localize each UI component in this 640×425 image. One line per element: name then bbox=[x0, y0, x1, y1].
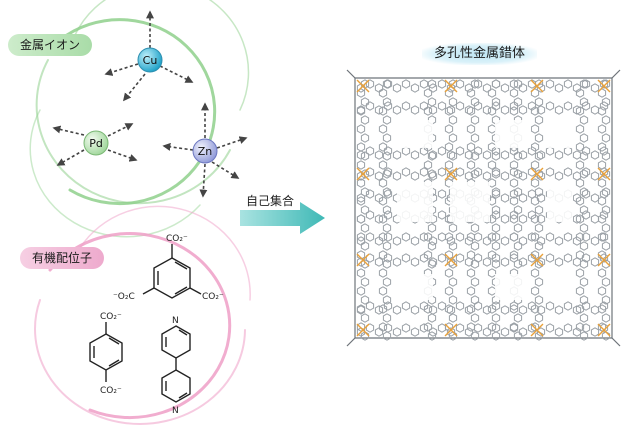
metal-ions-label: 金属イオン bbox=[8, 34, 93, 56]
cu-ion-label: Cu bbox=[143, 54, 158, 67]
zn-ion bbox=[192, 138, 218, 164]
zn-ion-group bbox=[162, 102, 248, 198]
zn-ion-label: Zn bbox=[198, 145, 213, 158]
btc-left-group: ⁻O₂C bbox=[113, 292, 135, 302]
mof-title: 多孔性金属錯体 bbox=[422, 43, 538, 65]
bipyridine-ligand bbox=[161, 325, 191, 403]
btc-ligand bbox=[142, 244, 202, 299]
pd-ion-group bbox=[52, 123, 138, 166]
self-assembly-arrow bbox=[240, 202, 325, 234]
bdc-bottom-group: CO₂⁻ bbox=[100, 386, 122, 396]
porous-framework bbox=[346, 69, 621, 347]
organic-ligands-label: 有機配位子 bbox=[20, 247, 105, 269]
btc-right-group: CO₂⁻ bbox=[202, 292, 224, 302]
bipyridine-n-top: N bbox=[172, 316, 179, 326]
pd-ion-label: Pd bbox=[89, 137, 103, 150]
ligands-swirl bbox=[34, 205, 251, 425]
metal-ions-swirl bbox=[29, 0, 250, 238]
bdc-ligand bbox=[89, 322, 123, 382]
self-assembly-label: 自己集合 bbox=[246, 194, 295, 208]
bipyridine-n-bottom: N bbox=[172, 406, 179, 416]
cu-ion-group bbox=[104, 10, 194, 102]
cu-ion bbox=[137, 47, 163, 73]
bdc-top-group: CO₂⁻ bbox=[100, 312, 122, 322]
pd-ion bbox=[83, 130, 109, 156]
btc-top-group: CO₂⁻ bbox=[166, 234, 188, 244]
